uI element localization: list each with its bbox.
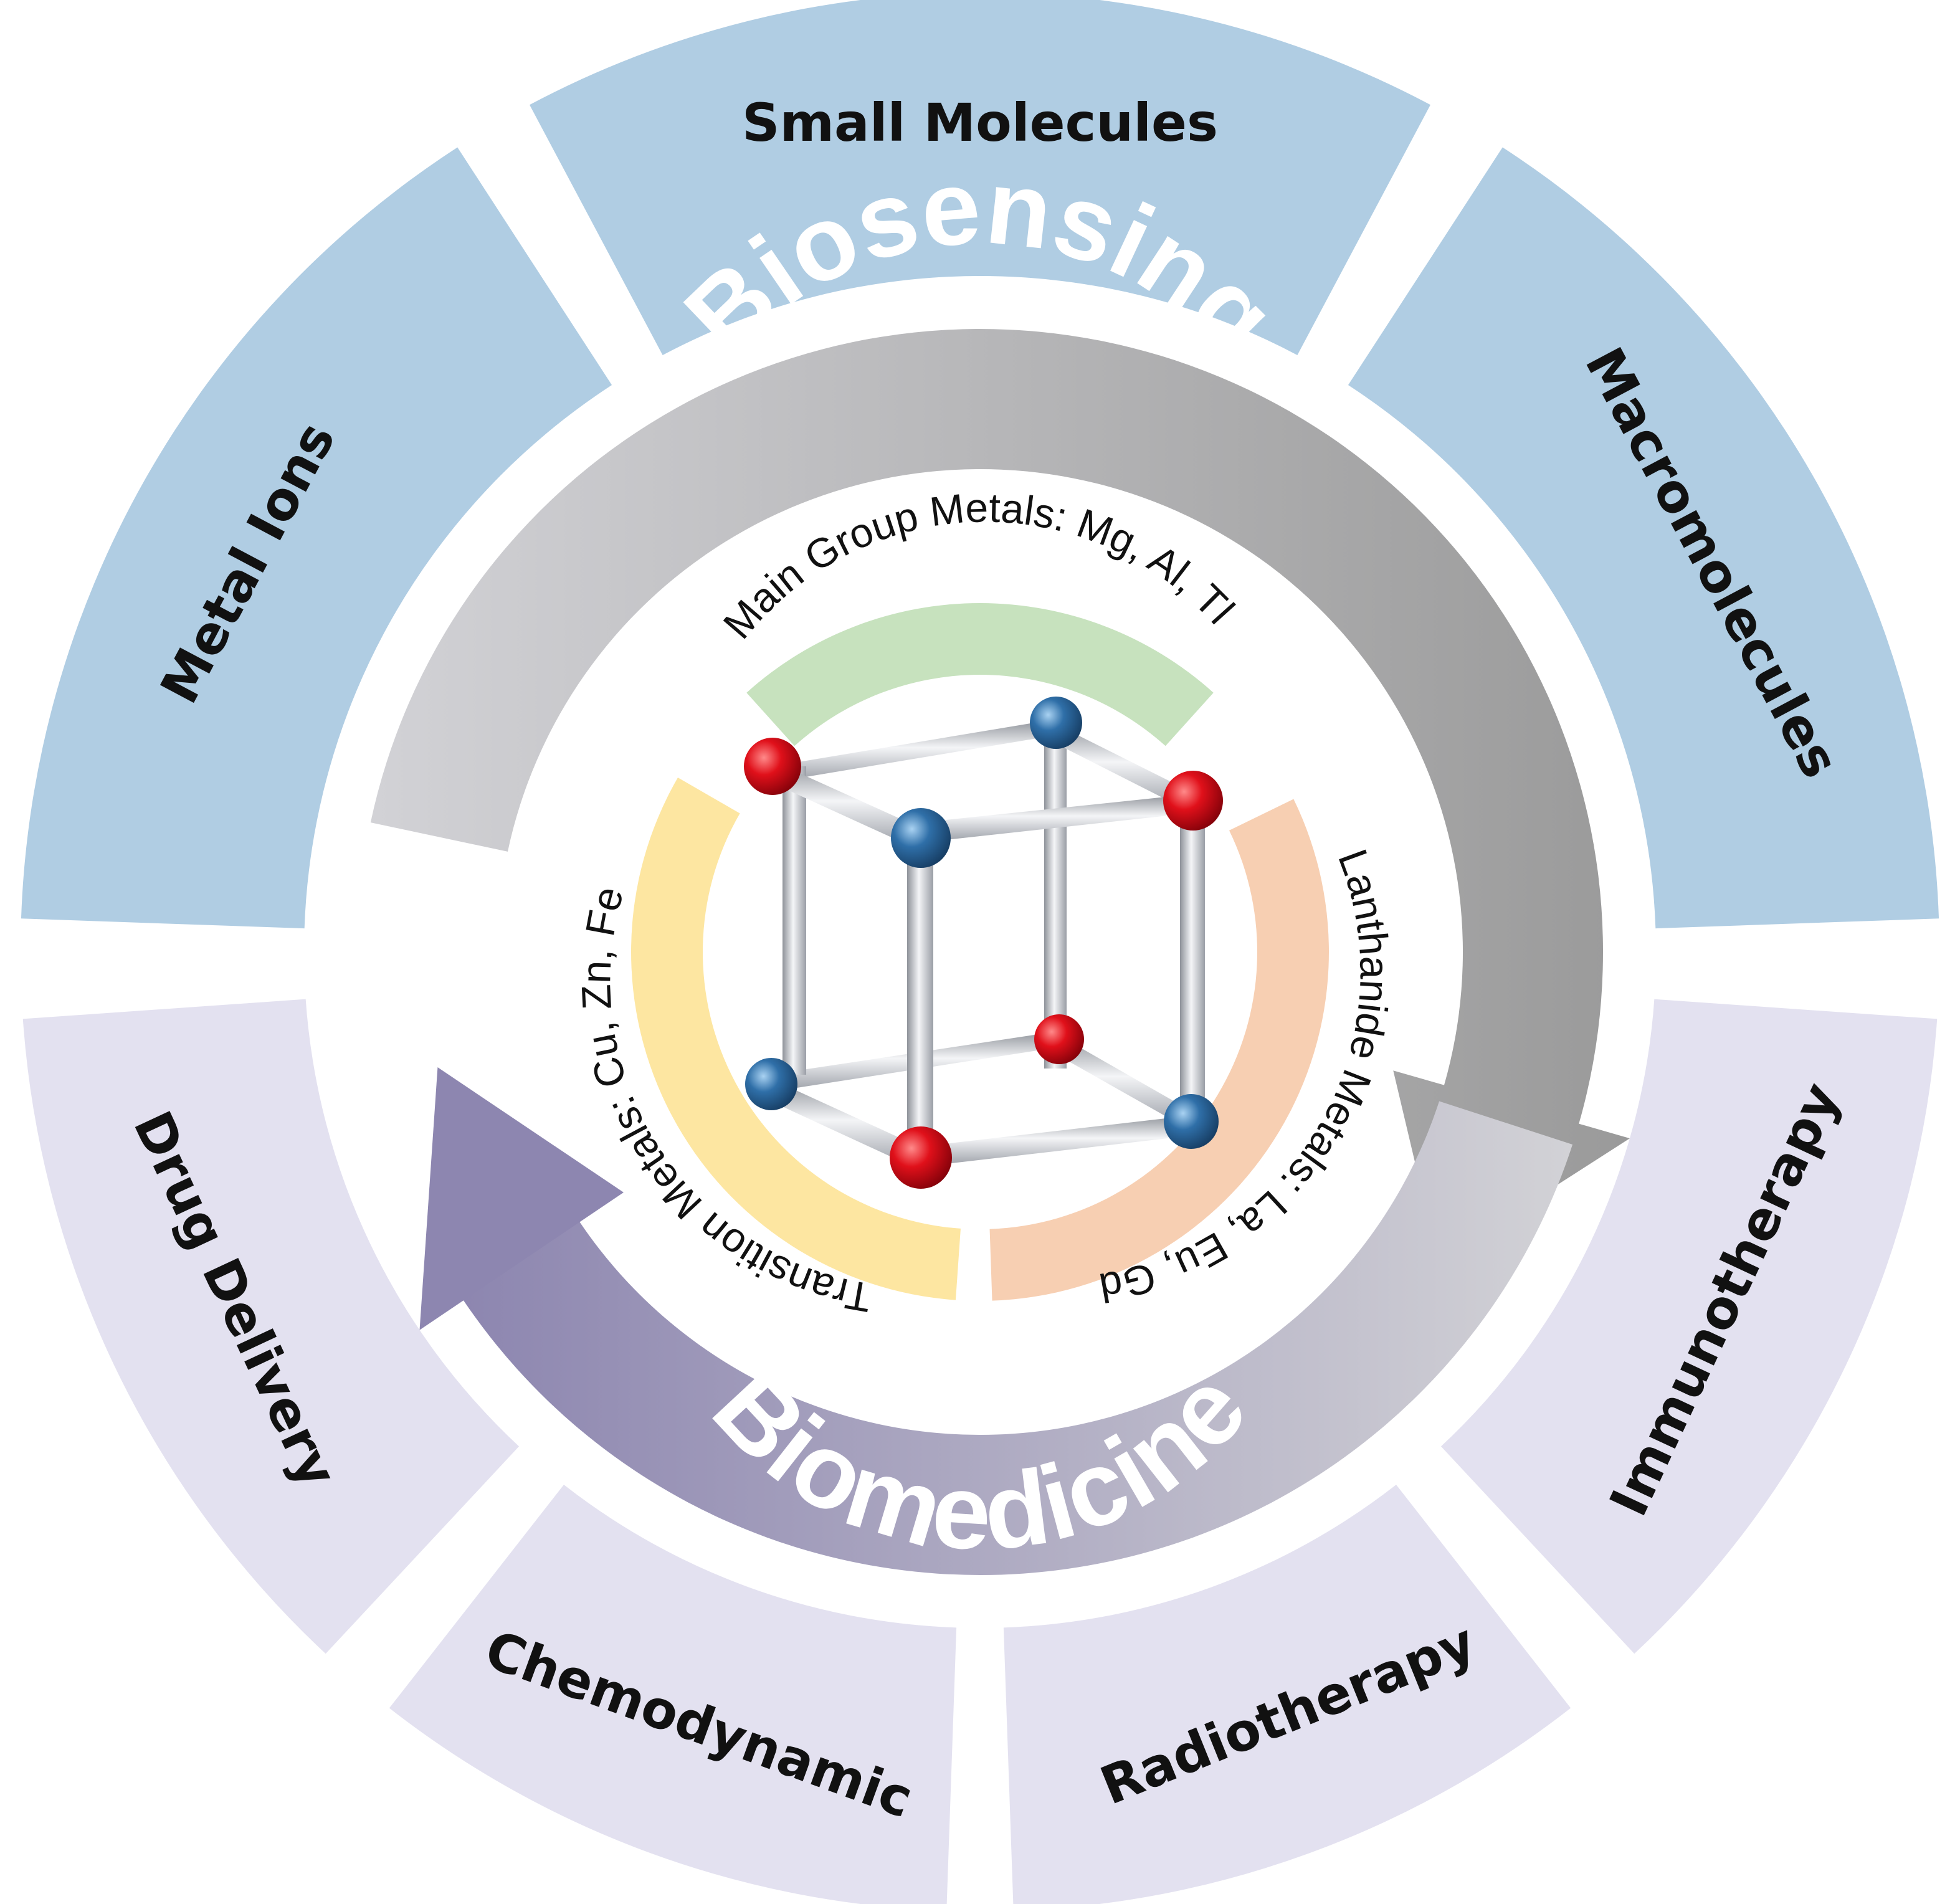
outer-segment-immunotherapy <box>1440 999 1938 1654</box>
outer-segment-drug-delivery <box>22 999 520 1654</box>
cube-strut <box>1044 720 1067 1069</box>
outer-segment-small-molecules <box>530 0 1430 356</box>
outer-segment-chemodynamic <box>389 1484 957 1904</box>
inner-segment-main-group <box>746 602 1214 746</box>
biomedicine-arrow-body <box>463 1101 1573 1575</box>
metal-organic-cage-cube-icon <box>744 697 1223 1189</box>
inner-segment-transition <box>630 778 961 1300</box>
outer-segment-metal-ions <box>21 147 612 929</box>
small-molecules-label: Small Molecules <box>742 92 1218 153</box>
cube-strut <box>770 763 922 847</box>
inner-segment-lanthanide <box>989 799 1329 1301</box>
cube-strut <box>768 1081 925 1168</box>
cube-strut <box>922 1115 1195 1166</box>
cube-node-red <box>744 738 801 795</box>
cube-node-red <box>1163 771 1223 831</box>
biosensing-arrow <box>370 329 1630 1262</box>
outer-ring: Small MoleculesMacromoleculesImmunothera… <box>21 0 1939 1904</box>
cube-node-blue <box>1164 1094 1219 1149</box>
cube-node-red <box>890 1126 952 1189</box>
cube-node-red <box>1034 1014 1084 1064</box>
cube-node-blue <box>1030 697 1082 749</box>
outer-segment-macromolecules <box>1348 147 1939 929</box>
outer-segment-radiotherapy <box>1003 1484 1571 1904</box>
cube-strut <box>783 766 806 1075</box>
cube-strut <box>1045 723 1196 810</box>
cube-strut <box>1180 801 1205 1115</box>
cube-strut <box>907 835 933 1159</box>
cube-strut <box>922 794 1191 842</box>
biomedicine-arrowhead <box>419 1067 624 1330</box>
cube-strut <box>1052 1035 1193 1126</box>
cube-node-blue <box>745 1058 797 1110</box>
cube-strut <box>773 720 1056 782</box>
cube-node-blue <box>891 808 951 868</box>
cycle-arrows <box>370 329 1630 1575</box>
inner-ring <box>630 602 1329 1301</box>
